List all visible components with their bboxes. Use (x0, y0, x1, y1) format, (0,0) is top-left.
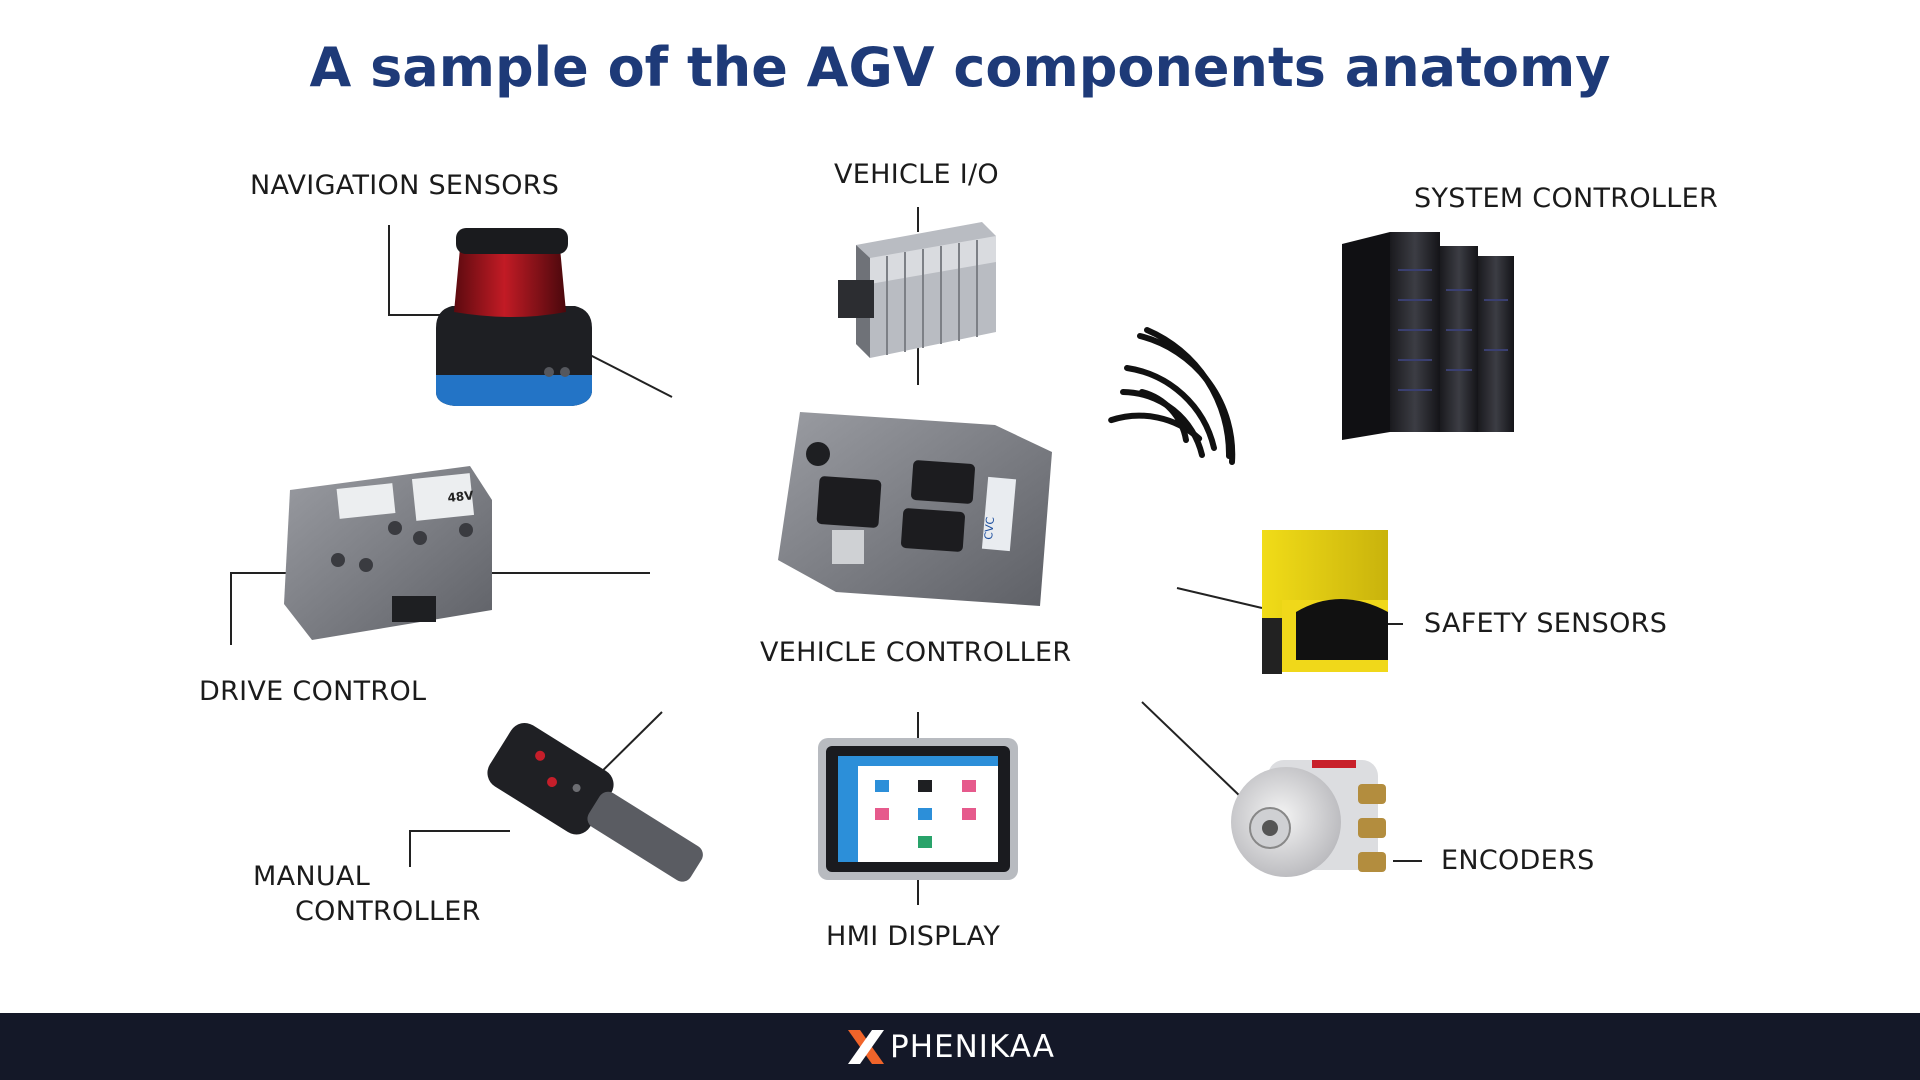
brand-logo-text: PHENIKAA (890, 1029, 1055, 1065)
label-manual-controller-line2: CONTROLLER (295, 896, 481, 927)
brand-logo: PHENIKAA (845, 1027, 1055, 1067)
vehicle-controller-image: CVC (778, 412, 1052, 606)
label-manual-controller: MANUAL CONTROLLER (253, 859, 481, 929)
label-manual-controller-line1: MANUAL (253, 861, 371, 892)
connector-lines (230, 207, 1422, 905)
page-title: A sample of the AGV components anatomy (309, 36, 1611, 99)
label-system-controller: SYSTEM CONTROLLER (1414, 183, 1719, 214)
system-controller-image (1342, 232, 1514, 440)
label-drive-control: DRIVE CONTROL (199, 676, 427, 707)
encoder-image (1231, 760, 1386, 877)
label-navigation-sensors: NAVIGATION SENSORS (250, 170, 560, 201)
label-encoders: ENCODERS (1441, 845, 1595, 876)
hmi-display-image (818, 738, 1018, 880)
brand-x-mark-icon (848, 1030, 884, 1064)
drive-control-voltage-label: 48V (447, 488, 475, 505)
label-vehicle-controller: VEHICLE CONTROLLER (760, 637, 1072, 668)
vehicle-io-image (838, 222, 996, 358)
safety-sensor-image (1262, 530, 1388, 674)
label-hmi-display: HMI DISPLAY (826, 921, 1001, 952)
navigation-sensor-image (436, 228, 592, 406)
label-safety-sensors: SAFETY SENSORS (1424, 608, 1668, 639)
wireless-signal-icon (1108, 327, 1236, 465)
footer-bar (0, 1013, 1920, 1080)
drive-control-image: 48V (284, 466, 492, 640)
manual-controller-image (487, 722, 703, 882)
vehicle-controller-brand: CVC (982, 516, 997, 540)
label-vehicle-io: VEHICLE I/O (834, 159, 999, 190)
